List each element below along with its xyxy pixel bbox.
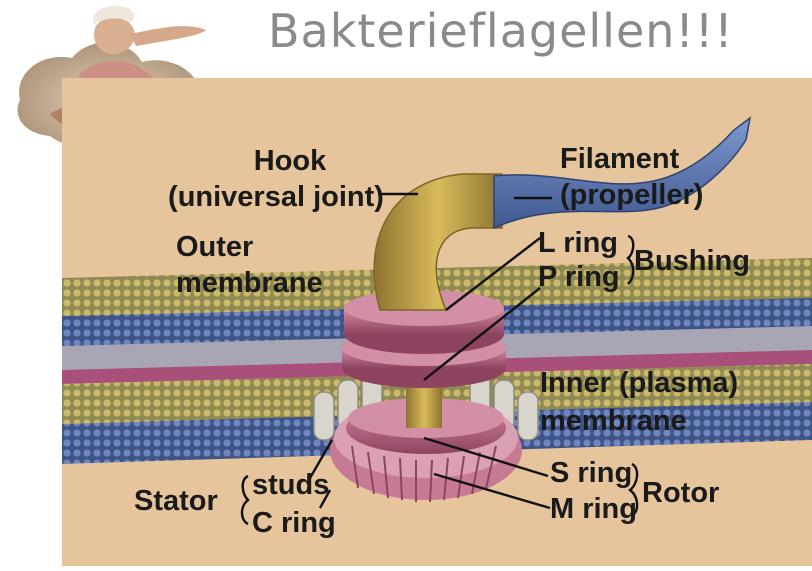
hook-label-line2: (universal joint) bbox=[168, 181, 384, 213]
flagellum-diagram: Hook (universal joint) Filament (propell… bbox=[62, 78, 812, 566]
hook-label-line1: Hook bbox=[254, 145, 327, 177]
studs-label: studs bbox=[252, 469, 329, 501]
l-ring-label: L ring bbox=[538, 227, 618, 259]
p-ring-label: P ring bbox=[538, 261, 620, 293]
filament-label-line1: Filament bbox=[560, 143, 680, 175]
inner-membrane-label-line1: Inner (plasma) bbox=[540, 367, 738, 399]
c-ring-label: C ring bbox=[252, 507, 336, 539]
m-ring-label: M ring bbox=[550, 493, 637, 525]
rotor-label: Rotor bbox=[642, 477, 719, 509]
stator-label: Stator bbox=[134, 485, 218, 517]
outer-membrane-label-line1: Outer bbox=[176, 231, 253, 263]
outer-membrane-label-line2: membrane bbox=[176, 267, 323, 299]
bushing-label: Bushing bbox=[634, 245, 750, 277]
inner-membrane-label-line2: membrane bbox=[540, 405, 687, 437]
slide-title: Bakterieflagellen!!! bbox=[268, 4, 734, 58]
s-ring-label: S ring bbox=[550, 457, 632, 489]
filament-label-line2: (propeller) bbox=[560, 179, 703, 211]
